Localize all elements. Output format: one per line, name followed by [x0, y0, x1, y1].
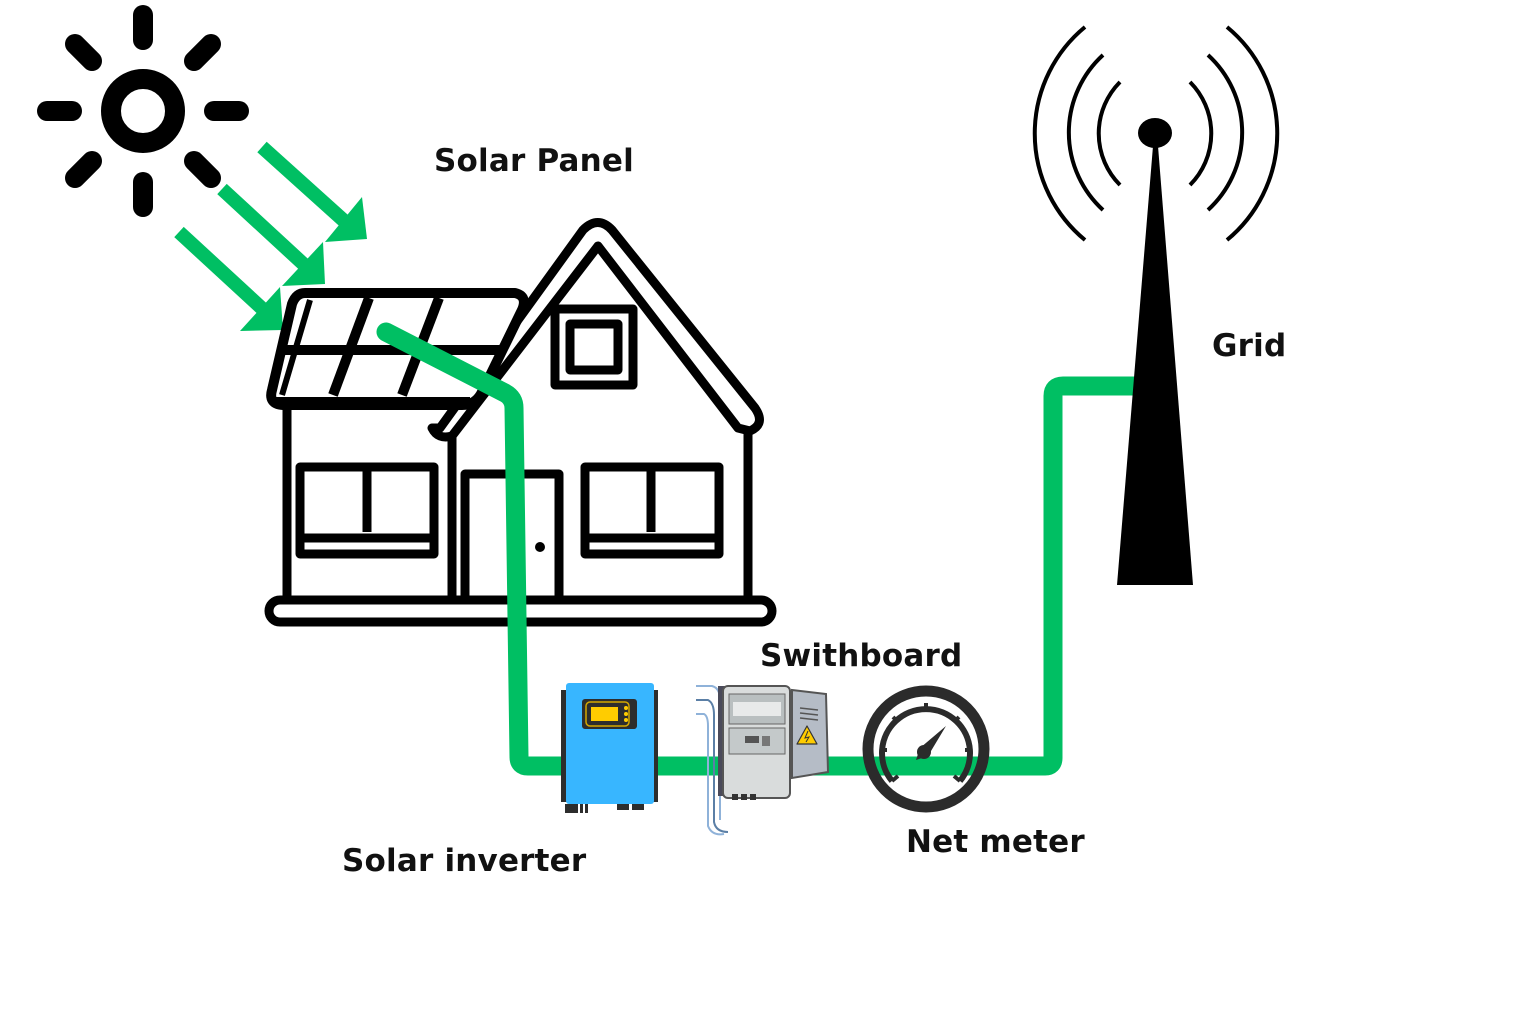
inverter-icon — [561, 683, 658, 813]
label-grid: Grid — [1212, 328, 1287, 364]
label-switchboard: Swithboard — [760, 638, 963, 674]
arrow-icon — [217, 183, 325, 286]
label-net-meter: Net meter — [906, 824, 1085, 860]
arrow-icon — [257, 141, 367, 242]
label-solar-inverter: Solar inverter — [342, 843, 587, 879]
label-solar-panel: Solar Panel — [434, 143, 634, 179]
arrow-icon — [174, 226, 283, 331]
sun-rays — [174, 141, 367, 331]
sun-icon — [37, 5, 249, 217]
switchboard-icon — [696, 685, 830, 836]
transmission-tower-icon — [1032, 25, 1280, 585]
gauge-icon — [862, 685, 990, 813]
